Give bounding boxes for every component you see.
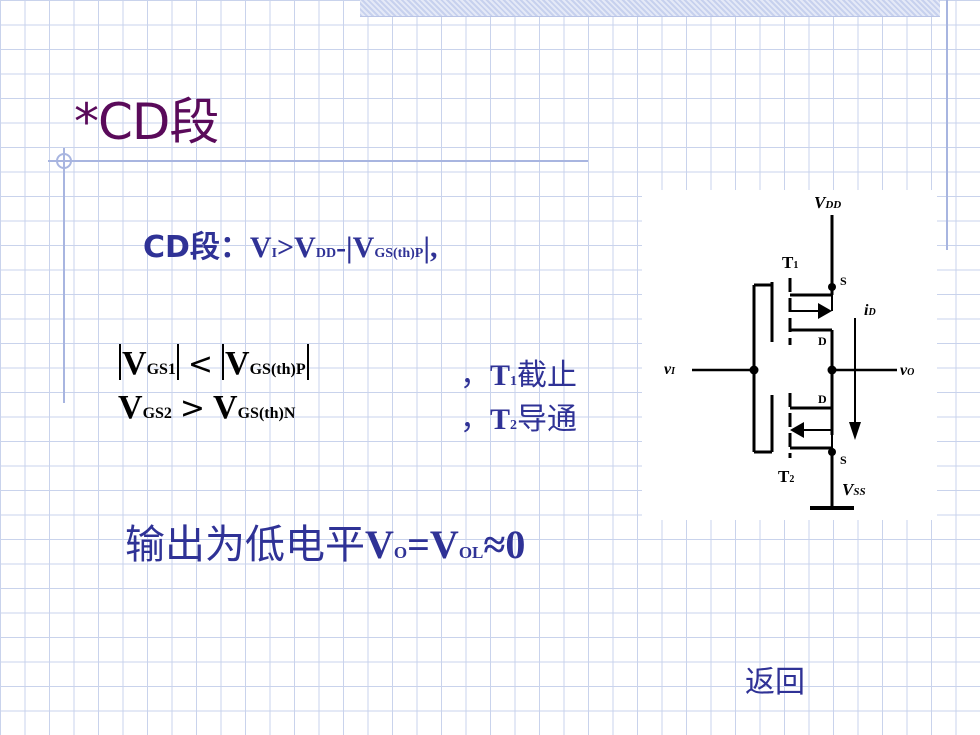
equation-1: VGS1<VGS(th)P xyxy=(118,344,310,390)
transistor-equations: VGS1<VGS(th)P ，T1截止 VGS2>VGS(th)N ，T2导通 xyxy=(118,344,638,439)
t2-label: T2 xyxy=(778,467,794,486)
t2-arrow-icon xyxy=(790,422,804,438)
eq1-t-sub: 1 xyxy=(510,374,518,389)
vo-label: vO xyxy=(900,362,914,379)
eq1-lhs-sub: GS1 xyxy=(146,361,176,378)
output-v1-sub: O xyxy=(393,543,408,562)
id-arrow-icon xyxy=(849,422,861,440)
t2-d-label: D xyxy=(818,392,827,406)
output-text: 输出为低电平 xyxy=(125,522,365,568)
abs-bar xyxy=(119,344,121,380)
condition-suffix: |, xyxy=(423,231,438,264)
t1-label: T1 xyxy=(782,253,798,272)
decor-left-line xyxy=(63,148,65,403)
output-statement: 输出为低电平VO=VOL≈0 xyxy=(125,512,525,570)
condition-gt: > xyxy=(277,231,295,264)
output-v1: V xyxy=(365,522,394,567)
condition-v2-sub: DD xyxy=(315,246,337,261)
condition-line: CD段：VI>VDD-|VGS(th)P|, xyxy=(143,222,437,266)
vdd-label: VDD xyxy=(814,193,841,212)
eq2-t-sub: 2 xyxy=(510,418,518,433)
t2-s-label: S xyxy=(840,453,847,467)
eq2-t: T xyxy=(490,403,511,436)
eq2-rhs-sub: GS(th)N xyxy=(237,405,296,422)
condition-v3: V xyxy=(352,231,375,264)
t1-d-label: D xyxy=(818,334,827,348)
equation-2: VGS2>VGS(th)N xyxy=(118,388,295,434)
eq1-op: < xyxy=(187,347,214,382)
equation-1-state: ，T1截止 xyxy=(460,350,577,394)
abs-bar xyxy=(222,344,225,380)
condition-prefix: CD段： xyxy=(143,230,250,265)
eq1-state: 截止 xyxy=(517,358,578,393)
t1-s-label: S xyxy=(840,274,847,288)
vss-label: VSS xyxy=(842,480,866,499)
eq2-op: > xyxy=(179,391,206,426)
condition-v2: V xyxy=(294,231,316,264)
equation-2-state: ，T2导通 xyxy=(460,394,577,438)
output-approx: ≈0 xyxy=(483,522,526,567)
eq2-state: 导通 xyxy=(517,402,578,437)
id-label: iD xyxy=(864,302,876,319)
eq1-lhs: V xyxy=(122,345,147,382)
slide-title: *CD段 xyxy=(74,93,219,151)
eq1-rhs-sub: GS(th)P xyxy=(249,361,306,378)
eq2-sep: ， xyxy=(460,402,490,437)
output-v2-sub: OL xyxy=(458,543,484,562)
abs-bar xyxy=(306,344,309,380)
header-decor-band xyxy=(360,0,940,17)
cmos-inverter-diagram: VDD T1 S D iD vI vO D S T2 VSS xyxy=(642,190,937,520)
eq2-rhs: V xyxy=(213,389,238,426)
eq1-rhs: V xyxy=(225,345,250,382)
condition-v1-sub: I xyxy=(271,246,278,261)
decor-right-line xyxy=(946,0,948,250)
condition-v3-sub: GS(th)P xyxy=(374,246,424,261)
back-link[interactable]: 返回 xyxy=(745,665,805,700)
t1-arrow-icon xyxy=(818,303,832,319)
abs-bar xyxy=(176,344,179,380)
condition-minus: -| xyxy=(336,231,353,264)
output-eq: = xyxy=(407,522,430,567)
eq1-t: T xyxy=(490,359,511,392)
condition-v1: V xyxy=(249,231,272,264)
t1-source-node xyxy=(828,283,836,291)
crosshair-icon xyxy=(48,153,588,169)
output-v2: V xyxy=(429,522,459,567)
eq2-lhs-sub: GS2 xyxy=(142,405,172,422)
output-node xyxy=(827,365,837,375)
eq1-sep: ， xyxy=(460,358,490,393)
eq2-lhs: V xyxy=(118,389,143,426)
vi-label: vI xyxy=(664,361,676,378)
